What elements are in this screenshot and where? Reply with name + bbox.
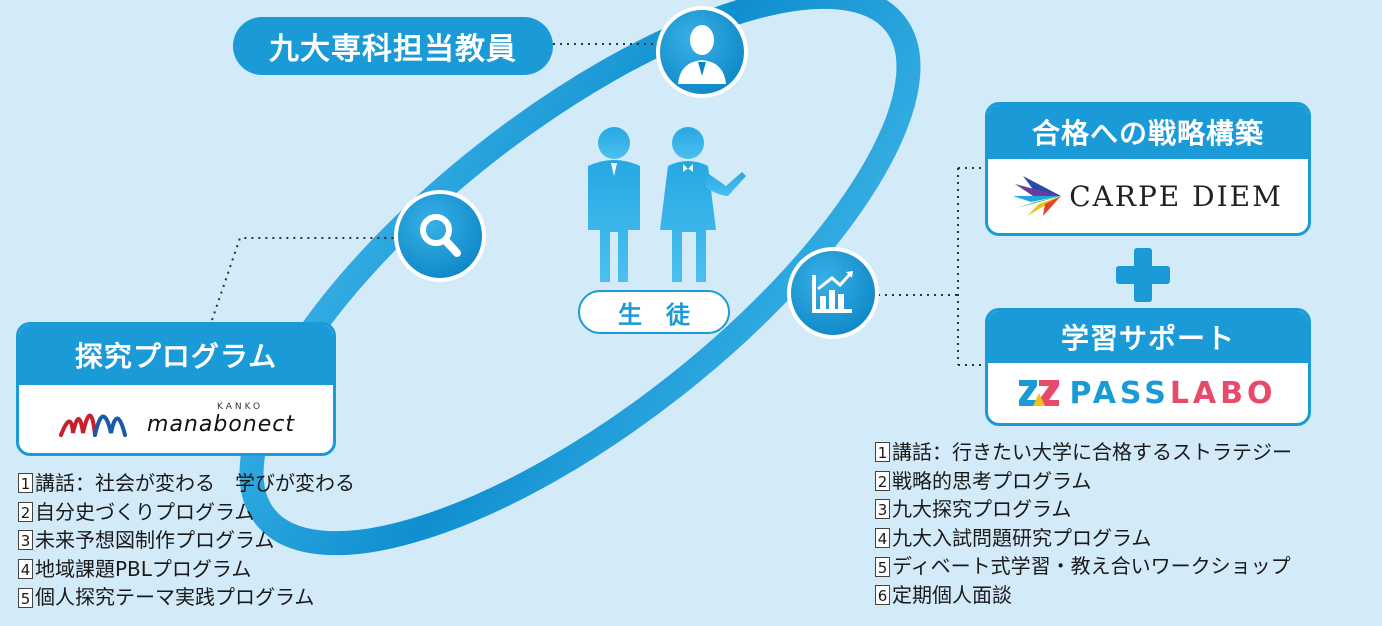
- teacher-icon: [656, 6, 748, 98]
- list-item-text: 講話：社会が変わる 学びが変わる: [35, 471, 355, 495]
- list-number: 5: [875, 556, 890, 577]
- list-number: 4: [875, 528, 890, 549]
- student-label-text: 生 徒: [618, 300, 690, 329]
- list-number: 3: [18, 530, 33, 551]
- teacher-label: 九大専科担当教員: [233, 17, 553, 75]
- carpe-diem-logo-text: CARPE DIEM: [1069, 179, 1283, 213]
- passlabo-logo: PASSLABO PASSLABO: [988, 363, 1308, 423]
- learning-support-title-text: 学習サポート: [1060, 322, 1235, 355]
- list-number: 1: [18, 473, 33, 494]
- student-label: 生 徒: [578, 290, 730, 334]
- search-icon: [394, 190, 486, 282]
- learning-support-box: 学習サポート PASSLABO PASSLABO: [985, 308, 1311, 426]
- list-item-text: ディベート式学習・教え合いワークショップ: [892, 554, 1291, 579]
- list-item-text: 自分史づくりプログラム: [35, 499, 255, 524]
- list-item-text: 個人探究テーマ実践プログラム: [35, 585, 315, 610]
- list-item-text: 戦略的思考プログラム: [892, 468, 1092, 493]
- strategy-title: 合格への戦略構築: [988, 105, 1308, 159]
- list-number: 2: [18, 501, 33, 522]
- manabonect-mark-icon: [59, 413, 128, 437]
- inquiry-program-box: 探究プログラム KANKO manabonect: [16, 322, 336, 456]
- list-item-text: 九大探究プログラム: [892, 497, 1072, 522]
- inquiry-program-title-text: 探究プログラム: [74, 340, 278, 373]
- students-icon: [588, 127, 746, 282]
- list-item-text: 未来予想図制作プログラム: [35, 528, 275, 553]
- list-item-text: 九大入試問題研究プログラム: [892, 525, 1152, 550]
- strategy-box: 合格への戦略構築 CARPE DIEM: [985, 102, 1311, 236]
- list-number: 2: [875, 470, 890, 491]
- list-number: 4: [18, 559, 33, 580]
- manabonect-logo-small: KANKO: [217, 401, 264, 412]
- manabonect-logo-text: manabonect: [147, 411, 295, 437]
- plus-icon-label: +: [1116, 248, 1117, 249]
- orbit-ring: [239, 0, 921, 556]
- chart-icon: [787, 247, 879, 339]
- list-item-text: 講話：行きたい大学に合格するストラテジー: [892, 440, 1292, 464]
- passlabo-logo-part-labo: LABO: [1169, 375, 1277, 411]
- carpe-diem-logo: CARPE DIEM: [988, 159, 1308, 233]
- passlabo-logo-full: PASSLABO: [988, 311, 989, 312]
- passlabo-logo-text: PASSLABO: [1069, 376, 1276, 411]
- passlabo-logo-part-pass: PASS: [1069, 375, 1170, 411]
- list-item-text: 地域課題PBLプログラム: [35, 556, 252, 581]
- inquiry-program-title: 探究プログラム: [19, 325, 333, 385]
- carpe-diem-mark-icon: [1013, 176, 1062, 216]
- teacher-label-text: 九大専科担当教員: [269, 32, 517, 67]
- learning-support-title: 学習サポート: [988, 311, 1308, 363]
- passlabo-mark-icon: [1019, 380, 1060, 406]
- list-number: 6: [875, 585, 890, 606]
- list-number: 1: [875, 442, 890, 463]
- list-number: 5: [18, 587, 33, 608]
- list-number: 3: [875, 499, 890, 520]
- strategy-title-text: 合格への戦略構築: [1031, 117, 1264, 150]
- list-item-text: 定期個人面談: [892, 582, 1012, 607]
- connector-lines: [211, 43, 985, 366]
- plus-icon: +: [1116, 248, 1170, 302]
- manabonect-logo: KANKO manabonect: [19, 385, 333, 453]
